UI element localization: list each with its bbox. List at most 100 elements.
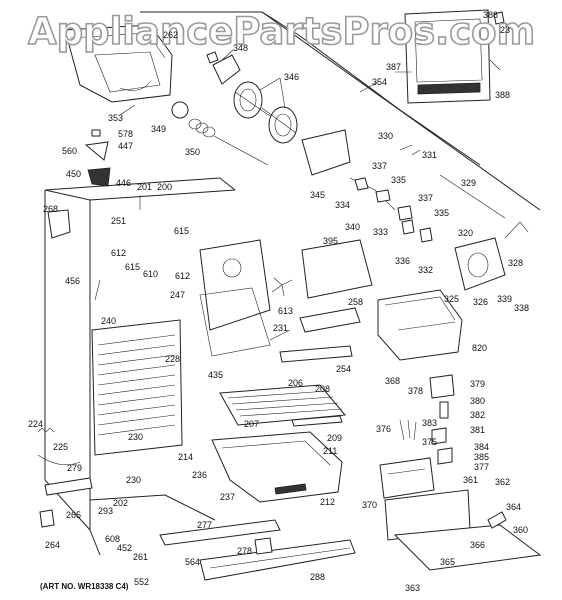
art-number: (ART NO. WR18338 C4) [40,582,129,591]
callout-348: 348 [233,43,249,53]
callout-353: 353 [108,113,124,123]
part-447-drawing [84,141,109,161]
callout-382: 382 [470,410,486,420]
callout-388-bottom: 388 [495,90,511,100]
leader-lines [94,49,501,341]
callout-293: 293 [98,506,114,516]
callout-552: 552 [134,577,150,587]
callout-337-bottom: 337 [418,193,434,203]
callout-335-bottom: 335 [434,208,450,218]
callout-207: 207 [244,419,260,429]
callout-376: 376 [376,424,392,434]
callout-447: 447 [118,141,134,151]
callout-456: 456 [65,276,81,286]
part-auger-drawing [212,54,241,85]
callout-564: 564 [185,557,201,567]
callout-200: 200 [157,182,173,192]
ice-bin-drawer-drawing [211,431,343,503]
wire-shelf-drawing [219,384,346,426]
callout-208: 208 [315,384,331,394]
callout-610: 610 [143,269,159,279]
callout-383: 383 [422,418,438,428]
callout-278: 278 [237,546,253,556]
callout-354: 354 [372,77,388,87]
defrost-parts-drawing [37,427,81,466]
callout-339: 339 [497,294,513,304]
callout-254: 254 [336,364,352,374]
callout-363: 363 [405,583,421,593]
callout-340: 340 [345,222,361,232]
evaporator-drawing [91,319,183,456]
callout-333: 333 [373,227,389,237]
callout-331: 331 [422,150,438,160]
part-578-drawing [91,129,101,137]
callout-378: 378 [408,386,424,396]
callout-320: 320 [458,228,474,238]
callout-388-top: 388 [483,10,499,20]
callout-288: 288 [310,572,326,582]
callout-435: 435 [208,370,224,380]
callout-349: 349 [151,124,167,134]
callout-23: 23 [500,25,511,35]
callout-230-lower: 230 [126,475,142,485]
callout-346: 346 [284,72,300,82]
callout-612-left: 612 [111,248,127,258]
fan-blade-drawing [271,277,293,297]
callout-578: 578 [118,129,134,139]
callout-332: 332 [418,265,434,275]
ice-maker-820-drawing [377,289,463,361]
callout-206: 206 [288,378,304,388]
callout-338: 338 [514,303,530,313]
part-258-drawing [299,307,361,333]
callout-225: 225 [53,442,69,452]
part-349-drawing [171,101,189,119]
callout-384: 384 [474,442,490,452]
part-254-drawing [279,345,353,363]
callout-277: 277 [197,520,213,530]
callout-214: 214 [178,452,194,462]
callout-368: 368 [385,376,401,386]
callout-377: 377 [474,462,490,472]
callout-262: 262 [163,30,179,40]
callout-385: 385 [474,452,490,462]
callout-240: 240 [101,316,117,326]
callout-337-top: 337 [372,161,388,171]
auger-motor-drawing [233,81,298,144]
callout-450: 450 [66,169,82,179]
callout-387: 387 [386,62,402,72]
callout-329: 329 [461,178,477,188]
callout-366: 366 [470,540,486,550]
callout-211: 211 [323,446,338,456]
callout-336: 336 [395,256,411,266]
part-446-drawing [87,167,111,187]
callout-212: 212 [320,497,336,507]
control-box-drawing [379,457,542,571]
callout-362: 362 [495,477,511,487]
callout-231: 231 [273,323,289,333]
panel-395-drawing [301,239,373,299]
fan-housing-drawing [199,239,271,357]
bottom-rails-drawing [39,477,356,581]
callout-201: 201 [137,182,153,192]
callout-615-left: 615 [125,262,141,272]
cabinet-outline [44,11,541,556]
callout-361: 361 [463,475,479,485]
callout-265: 265 [66,510,82,520]
callout-328: 328 [508,258,524,268]
callout-365: 365 [440,557,456,567]
callout-446: 446 [116,178,132,188]
callout-381: 381 [470,425,486,435]
callout-209: 209 [327,433,343,443]
callout-364: 364 [506,502,522,512]
callout-380: 380 [470,396,486,406]
shelf-front-209-drawing [291,415,343,427]
spring-350-drawing [188,118,269,166]
callout-350: 350 [185,147,201,157]
callout-258: 258 [348,297,364,307]
callout-228: 228 [165,354,181,364]
ice-maker-drawing [454,221,529,291]
callout-612-right: 612 [175,271,191,281]
callout-360: 360 [513,525,529,535]
part-364-drawing [487,511,507,529]
callout-615-right: 615 [174,226,190,236]
